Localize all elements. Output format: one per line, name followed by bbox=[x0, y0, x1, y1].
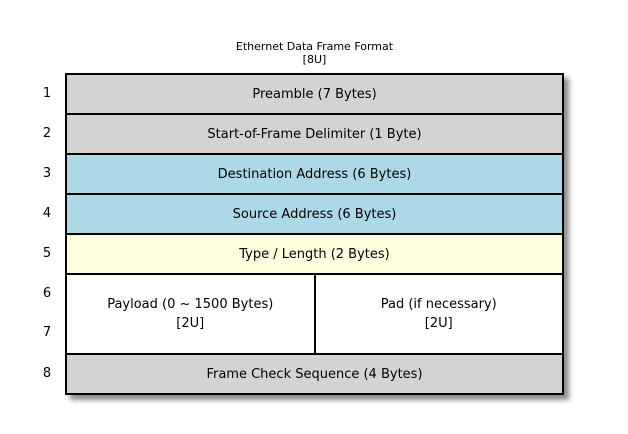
row-number-4: 4 bbox=[42, 206, 52, 221]
diagram-title: Ethernet Data Frame Format [8U] bbox=[65, 40, 564, 66]
pad-label-line2: [2U] bbox=[424, 316, 453, 331]
frame-row-fcs-label: Frame Check Sequence (4 Bytes) bbox=[206, 366, 423, 382]
row-number-7: 7 bbox=[42, 325, 52, 340]
frame-row-destination-address: Destination Address (6 Bytes) bbox=[67, 153, 562, 193]
row-number-3: 3 bbox=[42, 166, 52, 181]
frame-row-payload-pad: Payload (0 ~ 1500 Bytes) [2U] Pad (if ne… bbox=[67, 273, 562, 353]
frame-row-sfd: Start-of-Frame Delimiter (1 Byte) bbox=[67, 113, 562, 153]
row-number-5: 5 bbox=[42, 246, 52, 261]
row-number-2: 2 bbox=[42, 126, 52, 141]
frame-row-type-length: Type / Length (2 Bytes) bbox=[67, 233, 562, 273]
frame-row-destination-address-label: Destination Address (6 Bytes) bbox=[217, 166, 412, 182]
row-number-8: 8 bbox=[42, 366, 52, 381]
diagram-title-line2: [8U] bbox=[302, 53, 327, 66]
frame-row-preamble: Preamble (7 Bytes) bbox=[67, 75, 562, 113]
payload-cell: Payload (0 ~ 1500 Bytes) [2U] bbox=[67, 275, 316, 353]
pad-label-line1: Pad (if necessary) bbox=[380, 297, 497, 312]
frame-row-type-length-label: Type / Length (2 Bytes) bbox=[239, 246, 390, 262]
payload-label-line1: Payload (0 ~ 1500 Bytes) bbox=[107, 297, 274, 312]
frame-row-sfd-label: Start-of-Frame Delimiter (1 Byte) bbox=[207, 126, 422, 142]
row-number-1: 1 bbox=[42, 86, 52, 101]
pad-cell: Pad (if necessary) [2U] bbox=[315, 275, 562, 353]
frame-row-source-address: Source Address (6 Bytes) bbox=[67, 193, 562, 233]
frame-row-fcs: Frame Check Sequence (4 Bytes) bbox=[67, 353, 562, 393]
frame-box: Preamble (7 Bytes) Start-of-Frame Delimi… bbox=[65, 73, 564, 395]
diagram-title-line1: Ethernet Data Frame Format bbox=[235, 40, 394, 53]
frame-row-source-address-label: Source Address (6 Bytes) bbox=[232, 206, 397, 222]
frame-row-preamble-label: Preamble (7 Bytes) bbox=[252, 86, 377, 102]
payload-label-line2: [2U] bbox=[176, 316, 205, 331]
row-number-6: 6 bbox=[42, 286, 52, 301]
